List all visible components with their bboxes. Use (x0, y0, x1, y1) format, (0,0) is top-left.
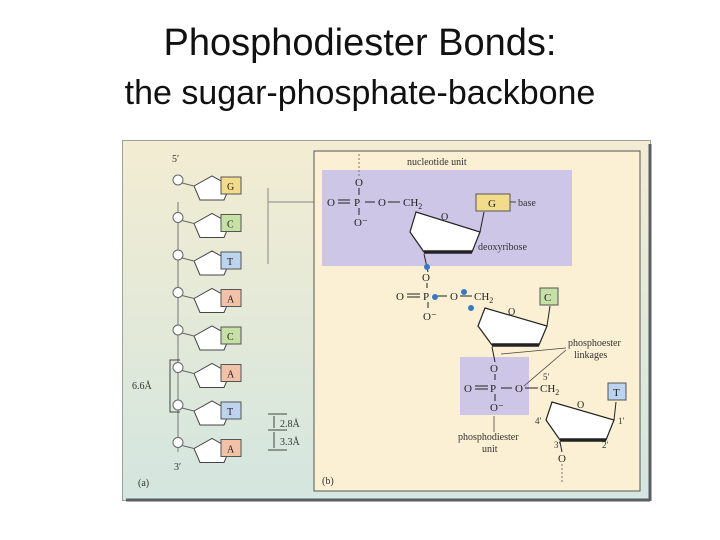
svg-text:CH2: CH2 (540, 383, 559, 397)
svg-text:O: O (378, 197, 386, 209)
panel-a-nucleotide: A (172, 362, 242, 388)
base-letter: A (227, 445, 235, 456)
panel-a-five-prime: 5′ (172, 154, 179, 165)
phosphate-circle (172, 437, 184, 448)
deoxyribose-ring-2: O (477, 305, 551, 347)
base-box (220, 439, 242, 457)
svg-text:O: O (396, 291, 404, 303)
c1-prime-label: 1′ (618, 416, 625, 426)
svg-text:O: O (327, 197, 335, 209)
linkages-label: linkages (574, 350, 607, 361)
base-box (220, 364, 242, 382)
phosphodiester-unit-box (460, 357, 529, 415)
deoxyribose-label: deoxyribose (478, 242, 527, 253)
base-box-2-letter: C (544, 292, 551, 304)
panel-a-label: (a) (138, 478, 149, 489)
svg-text:O⁻: O⁻ (354, 217, 368, 229)
phosphate-circle (172, 324, 184, 336)
panel-a-nucleotide: A (172, 287, 242, 313)
svg-text:O: O (508, 307, 515, 318)
base-letter: A (227, 295, 235, 306)
phosphate-circle (172, 362, 184, 373)
panel-a-nucleotide: C (172, 324, 242, 351)
deoxyribose-ring-3: O (545, 400, 617, 453)
base-letter: T (227, 407, 233, 418)
spacing-rise-label: 2.8Å (280, 418, 301, 430)
svg-text:O: O (422, 272, 430, 284)
svg-text:O: O (355, 177, 363, 189)
slide-title: Phosphodiester Bonds: (163, 22, 557, 64)
dna-backbone-figure: 5′ 3′ (a) 6.6Å 2.8Å 3.3Å (b) nucleotide … (122, 140, 652, 502)
phosphate-group-1: O O P O CH2 O⁻ (327, 177, 422, 229)
svg-text:O: O (577, 400, 584, 411)
base-box (220, 326, 242, 345)
panel-a-three-prime: 3′ (174, 462, 181, 473)
phosphate-circle (172, 287, 184, 298)
linkage-pointers (500, 347, 567, 387)
svg-text:O⁻: O⁻ (423, 311, 437, 323)
slide-subtitle: the sugar-phosphate-backbone (124, 74, 596, 112)
svg-text:P: P (423, 291, 429, 303)
svg-text:O: O (464, 383, 472, 395)
base-box (220, 251, 242, 270)
c2-prime-label: 2′ (602, 440, 609, 450)
phosphate-group-2: O P O CH2 O⁻ (396, 291, 493, 323)
svg-text:O⁻: O⁻ (490, 402, 504, 414)
spacing-helix-label: 6.6Å (132, 380, 153, 392)
c5-prime-label: 5′ (543, 372, 550, 382)
base-letter: C (227, 332, 234, 343)
base-letter: A (227, 370, 235, 381)
svg-text:P: P (354, 197, 360, 209)
phosphoester-label: phosphoester (568, 338, 621, 349)
base-box-1-letter: G (488, 198, 496, 210)
spacing-base-label: 3.3Å (280, 436, 301, 448)
nucleotide-unit-label: nucleotide unit (407, 157, 467, 168)
base-letter: T (227, 257, 233, 268)
svg-text:P: P (490, 383, 496, 395)
base-letter: C (227, 220, 234, 231)
deoxyribose-ring-1: O (409, 211, 485, 254)
phosphodiester-label: phosphodiester (458, 432, 519, 443)
phosphate-circle (172, 249, 184, 261)
unit-label: unit (482, 444, 498, 455)
phosphate-group-3: O P O CH2 O⁻ (464, 383, 559, 414)
panel-a-nucleotide: T (172, 249, 242, 276)
panel-a-nucleotide: G (172, 174, 242, 201)
panel-b-label: (b) (322, 476, 334, 487)
svg-text:O: O (450, 291, 458, 303)
c3-prime-label: 3′ (554, 440, 561, 450)
panel-a-nucleotide: C (172, 212, 242, 238)
base-box (220, 176, 242, 195)
base-box-3 (607, 382, 627, 401)
phosphate-circle (172, 174, 184, 186)
svg-text:O: O (558, 453, 566, 465)
base-letter: G (227, 182, 234, 193)
svg-text:O: O (515, 383, 523, 395)
phosphate-circle (172, 399, 184, 411)
panel-a-nucleotide: A (172, 437, 242, 463)
base-box-2 (539, 287, 559, 306)
base-label: base (518, 198, 536, 209)
helix-spacing-bracket (169, 359, 180, 413)
svg-text:O: O (441, 212, 448, 223)
base-box-3-letter: T (613, 387, 620, 399)
base-box (220, 214, 242, 232)
base-box (220, 289, 242, 307)
bond-markers (424, 264, 474, 311)
svg-text:O: O (490, 363, 498, 375)
svg-text:CH2: CH2 (474, 291, 493, 305)
phosphate-circle (172, 212, 184, 223)
panel-a-nucleotide: T (172, 399, 242, 426)
svg-text:CH2: CH2 (403, 197, 422, 211)
c4-prime-label: 4′ (535, 416, 542, 426)
rise-dimension-marks (268, 413, 287, 451)
base-box (220, 401, 242, 420)
